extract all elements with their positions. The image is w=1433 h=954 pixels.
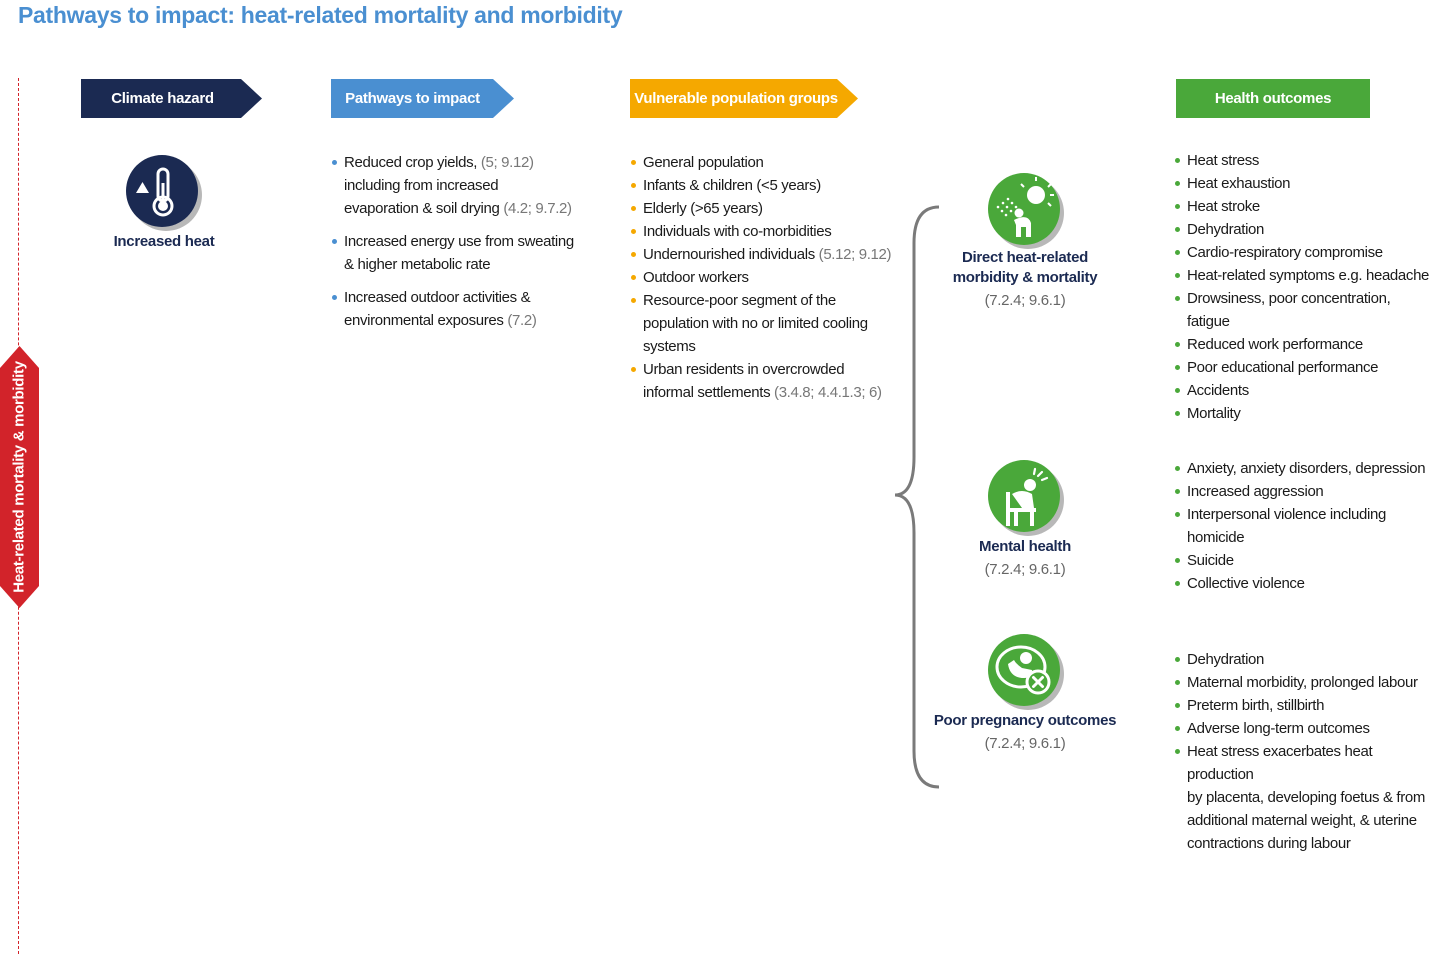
list-item: Interpersonal violence including homicid… (1175, 503, 1433, 549)
page-title: Pathways to impact: heat-related mortali… (18, 2, 623, 28)
grouping-brace (894, 205, 940, 789)
header-vulnerable-label: Vulnerable population groups (634, 90, 838, 107)
list-item: Increased energy use from sweating & hig… (332, 230, 582, 276)
list-item: Collective violence (1175, 572, 1433, 595)
thermometer-icon (126, 155, 202, 231)
list-item: Mortality (1175, 402, 1433, 425)
list-item: Heat exhaustion (1175, 172, 1433, 195)
category-mental-ref: (7.2.4; 9.6.1) (984, 561, 1066, 578)
list-item: Heat-related symptoms e.g. headache (1175, 264, 1433, 287)
list-item: Accidents (1175, 379, 1433, 402)
list-item: Increased outdoor activities & environme… (332, 286, 582, 332)
list-item: Cardio-respiratory compromise (1175, 241, 1433, 264)
side-badge: Heat-related mortality & morbidity (4, 346, 34, 608)
header-vulnerable: Vulnerable population groups (630, 79, 858, 118)
heat-exhaustion-icon (988, 173, 1064, 249)
list-item: Reduced crop yields, (5; 9.12) including… (332, 151, 582, 220)
list-item: Undernourished individuals (5.12; 9.12) (631, 243, 901, 266)
header-climate-hazard-label: Climate hazard (111, 90, 214, 107)
list-item: Outdoor workers (631, 266, 901, 289)
header-health: Health outcomes (1176, 79, 1370, 118)
category-pregnancy-label: Poor pregnancy outcomes (933, 712, 1117, 729)
outcomes-mental-list: Anxiety, anxiety disorders, depression I… (1175, 457, 1433, 595)
category-pregnancy-ref: (7.2.4; 9.6.1) (984, 735, 1066, 752)
list-item: Infants & children (<5 years) (631, 174, 901, 197)
list-item: Urban residents in overcrowded informal … (631, 358, 901, 404)
side-badge-label: Heat-related mortality & morbidity (10, 361, 28, 593)
outcomes-pregnancy-list: Dehydration Maternal morbidity, prolonge… (1175, 648, 1433, 855)
list-item: Reduced work performance (1175, 333, 1433, 356)
list-item: Resource-poor segment of the population … (631, 289, 901, 358)
pathways-list: Reduced crop yields, (5; 9.12) including… (332, 151, 582, 332)
list-item: Poor educational performance (1175, 356, 1433, 379)
header-pathways-label: Pathways to impact (345, 90, 480, 107)
list-item: Dehydration (1175, 648, 1433, 671)
list-item: Anxiety, anxiety disorders, depression (1175, 457, 1433, 480)
list-item: Preterm birth, stillbirth (1175, 694, 1433, 717)
category-direct-label: Direct heat-related morbidity & mortalit… (952, 249, 1098, 286)
vulnerable-list: General population Infants & children (<… (631, 151, 901, 404)
list-item: Heat stroke (1175, 195, 1433, 218)
side-badge-shape (0, 346, 39, 608)
category-direct-ref: (7.2.4; 9.6.1) (984, 292, 1066, 309)
list-item: Heat stress exacerbates heat production … (1175, 740, 1433, 855)
hazard-label: Increased heat (113, 233, 215, 250)
list-item: Elderly (>65 years) (631, 197, 901, 220)
list-item: Maternal morbidity, prolonged labour (1175, 671, 1433, 694)
list-item: Increased aggression (1175, 480, 1433, 503)
list-item: Suicide (1175, 549, 1433, 572)
category-mental-label: Mental health (979, 538, 1071, 555)
outcomes-direct-list: Heat stress Heat exhaustion Heat stroke … (1175, 149, 1433, 425)
list-item: Drowsiness, poor concentration, fatigue (1175, 287, 1433, 333)
list-item: Individuals with co-morbidities (631, 220, 901, 243)
list-item: Heat stress (1175, 149, 1433, 172)
header-health-label: Health outcomes (1214, 90, 1332, 107)
header-climate-hazard: Climate hazard (81, 79, 262, 118)
header-pathways: Pathways to impact (331, 79, 514, 118)
list-item: General population (631, 151, 901, 174)
list-item: Adverse long-term outcomes (1175, 717, 1433, 740)
distressed-person-icon (988, 460, 1064, 536)
list-item: Dehydration (1175, 218, 1433, 241)
fetus-icon (988, 634, 1064, 710)
